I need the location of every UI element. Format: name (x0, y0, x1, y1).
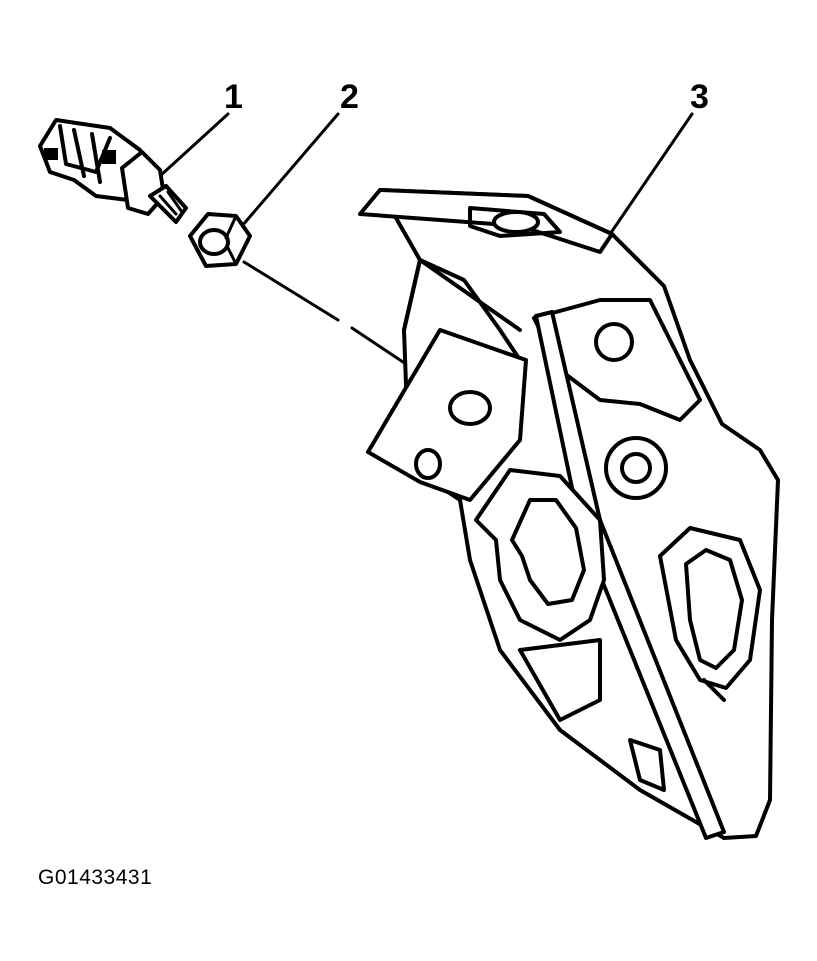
callout-label-3: 3 (690, 78, 709, 116)
leader-line-3 (604, 112, 694, 242)
leader-line-2 (240, 112, 340, 228)
part-2-nut (188, 212, 252, 268)
leader-line-1 (158, 112, 230, 178)
part-1-switch (38, 118, 188, 224)
part-3-latch-assembly (358, 188, 780, 840)
figure-id: G01433431 (38, 866, 153, 889)
callout-label-2: 2 (340, 78, 359, 116)
callout-label-1: 1 (224, 78, 243, 116)
